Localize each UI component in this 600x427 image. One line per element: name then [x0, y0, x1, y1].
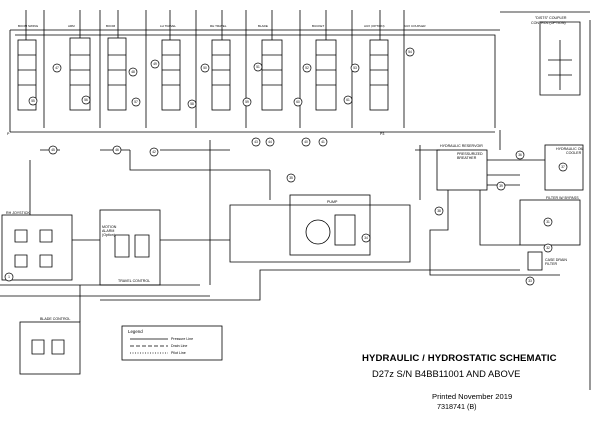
callout-number: 53 — [353, 66, 357, 70]
callout-number: 54 — [408, 50, 412, 54]
case-drain-filter — [527, 251, 543, 271]
pump-label: PUMP — [327, 200, 338, 204]
valve-header-label: RH TRAVEL — [210, 24, 227, 28]
valve-header-label: AUX (OPTION) — [364, 24, 385, 28]
legend-box — [121, 325, 223, 361]
port-p3-label: P3 — [380, 132, 384, 136]
valve-header-label: ARM — [68, 24, 75, 28]
part-number: 7318741 (B) — [437, 402, 477, 411]
callout-number: 48 — [131, 70, 135, 74]
callout-number: 32 — [546, 246, 550, 250]
valve-sections — [17, 37, 389, 111]
callout-number: 41 — [321, 140, 325, 144]
callout-number: 59 — [245, 100, 249, 104]
callout-number: 1 — [8, 275, 10, 279]
callout-number: 47 — [55, 66, 59, 70]
travel-control-block — [99, 209, 161, 286]
valve-header-label: BUCKET — [312, 24, 324, 28]
motion-alarm-label-3: (Option) — [102, 233, 115, 237]
rh-joystick-block — [1, 214, 73, 281]
callout-number: 31 — [546, 220, 550, 224]
breather-label-2: BREATHER — [457, 156, 477, 160]
callout-number: 55 — [31, 99, 35, 103]
callout-number: 45 — [51, 148, 55, 152]
travel-control-label: TRAVEL CONTROL — [118, 279, 150, 283]
callout-number: 42 — [152, 150, 156, 154]
port-p-label: P — [7, 132, 10, 136]
legend-drain-label: Drain Line — [171, 344, 187, 348]
schematic-subtitle: D27z S/N B4BB11001 AND ABOVE — [372, 368, 521, 379]
pilot-lines — [0, 140, 520, 322]
callout-number: 34 — [364, 236, 368, 240]
callout-number: 46 — [115, 148, 119, 152]
pump-group — [289, 194, 371, 256]
callout-number: 52 — [305, 66, 309, 70]
callout-markers — [4, 47, 568, 286]
callout-number: 58 — [190, 102, 194, 106]
motion-alarm-label-2: ALARM — [102, 229, 114, 233]
case-drain-label-1: CASE DRAIN — [545, 258, 567, 262]
blade-control-label: BLADE CONTROL — [40, 317, 70, 321]
callout-number: 49 — [153, 62, 157, 66]
valve-bank-frame — [9, 29, 500, 133]
filter-bypass-label: FILTER W/ BYPASS — [546, 196, 579, 200]
schematic-title: HYDRAULIC / HYDROSTATIC SCHEMATIC — [362, 353, 557, 364]
callout-number: 57 — [134, 100, 138, 104]
callout-number: 61 — [346, 98, 350, 102]
callout-number: 51 — [256, 65, 260, 69]
valve-header-label: BLADE — [258, 24, 268, 28]
callout-number: 40 — [304, 140, 308, 144]
reservoir-label: HYDRAULIC RESERVOIR — [440, 144, 483, 148]
return-lines — [429, 20, 591, 390]
callout-number: 36 — [518, 153, 522, 157]
callout-number: 35 — [289, 176, 293, 180]
callout-number: 50 — [203, 66, 207, 70]
legend-pressure-label: Pressure Line — [171, 337, 193, 341]
callout-number: 33 — [528, 279, 532, 283]
coupler-circuit — [500, 11, 590, 96]
valve-header-label: LH TRAVEL — [160, 24, 176, 28]
coupler-label-2: CONTROL (OPTION) — [531, 21, 566, 25]
callout-number: 38 — [437, 209, 441, 213]
breather-label-1: PRESSURIZED — [457, 152, 483, 156]
legend-heading: Legend — [128, 329, 143, 334]
cooler-label-1: HYDRAULIC OIL — [556, 147, 584, 151]
callout-number: 43 — [254, 140, 258, 144]
pump-symbol — [305, 219, 331, 245]
motion-alarm-label-1: MOTION — [102, 225, 117, 229]
callout-number: 39 — [499, 184, 503, 188]
printed-date: Printed November 2019 — [432, 392, 513, 401]
coupler-label-1: "DISTS" COUPLER — [535, 16, 567, 20]
blade-control-block — [19, 321, 81, 375]
case-drain-label-2: FILTER — [545, 262, 558, 266]
joystick-label: RH JOYSTICK — [6, 211, 30, 215]
callout-number: 37 — [561, 165, 565, 169]
reservoir — [436, 149, 488, 191]
legend-pilot-label: Pilot Line — [171, 351, 186, 355]
callout-number: 56 — [84, 98, 88, 102]
callout-number: 60 — [296, 100, 300, 104]
cooler-label-2: COOLER — [566, 151, 582, 155]
callout-number: 44 — [268, 140, 272, 144]
oil-cooler — [544, 144, 584, 191]
valve-header-label: AUX COUPLER — [404, 24, 426, 28]
valve-header-label: BOOM SWING — [18, 24, 39, 28]
valve-header-label: BOOM — [106, 24, 116, 28]
